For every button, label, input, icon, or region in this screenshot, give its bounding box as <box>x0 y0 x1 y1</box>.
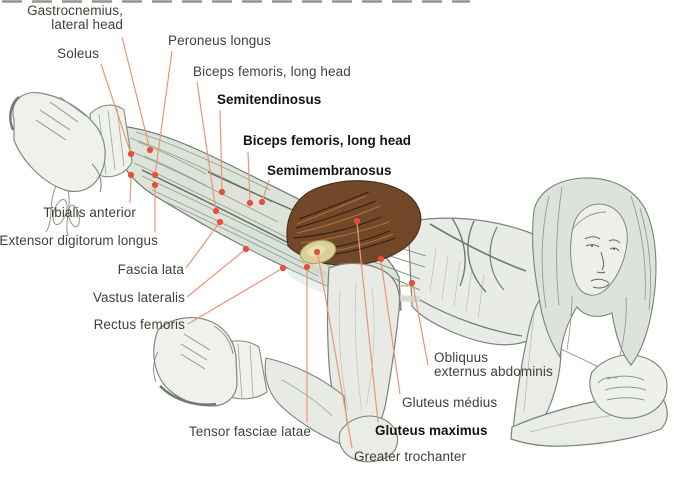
muscle-label-tensor-fasciae-latae: Tensor fasciae latae <box>188 424 311 439</box>
muscle-label-fascia-lata: Fascia lata <box>117 262 184 277</box>
muscle-label-rectus-femoris: Rectus femoris <box>93 317 185 332</box>
muscle-label-tibialis-anterior: Tibialis anterior <box>43 205 136 220</box>
muscle-label-soleus: Soleus <box>57 46 99 61</box>
torso <box>407 217 569 346</box>
muscle-label-biceps-femoris-long-head-deep: Biceps femoris, long head <box>243 133 412 148</box>
muscle-label-extensor-digitorum-longus: Extensor digitorum longus <box>0 233 158 248</box>
shoe-laces <box>45 185 80 237</box>
muscle-label-peroneus-longus: Peroneus longus <box>168 33 271 48</box>
tank-top-straps <box>419 217 527 337</box>
muscle-label-semitendinosus: Semitendinosus <box>217 92 322 107</box>
muscle-label-greater-trochanter: Greater trochanter <box>354 449 467 464</box>
muscle-label-gluteus-maximus: Gluteus maximus <box>375 423 488 438</box>
muscle-label-biceps-femoris-long-head: Biceps femoris, long head <box>193 64 351 79</box>
muscle-label-vastus-lateralis: Vastus lateralis <box>92 290 185 305</box>
face <box>570 203 628 296</box>
muscle-label-gastrocnemius-lateral-head: Gastrocnemius,lateral head <box>27 3 123 33</box>
muscle-label-semimembranosus: Semimembranosus <box>267 163 392 178</box>
muscle-label-gluteus-medius: Gluteus médius <box>402 395 498 410</box>
face-features <box>584 236 621 289</box>
head <box>532 177 657 366</box>
